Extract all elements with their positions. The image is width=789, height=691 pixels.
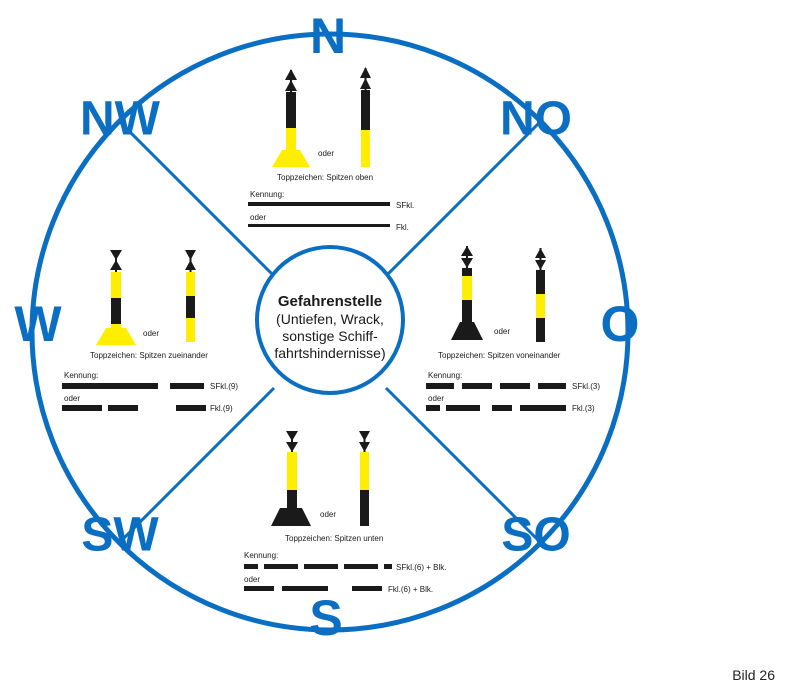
north-oder: oder	[318, 149, 334, 158]
figure-label: Bild 26	[732, 667, 775, 683]
south-kennung: Kennung:	[244, 551, 278, 560]
north-kennung: Kennung:	[250, 190, 284, 199]
south-buoy	[271, 431, 311, 526]
east-buoy	[451, 246, 483, 340]
danger-area-circle	[255, 245, 405, 395]
dir-n: N	[310, 8, 346, 64]
south-oder2: oder	[244, 575, 260, 584]
south-fkl-pattern	[244, 586, 382, 591]
center-line-2: sonstige Schiff-	[282, 328, 378, 344]
east-kennung: Kennung:	[428, 371, 462, 380]
east-sfkl-pattern	[426, 383, 566, 389]
dir-no: NO	[500, 93, 572, 146]
center-title: Gefahrenstelle	[278, 293, 382, 310]
south-spar-buoy	[359, 431, 370, 526]
east-fkl-pattern	[426, 405, 566, 411]
center-line-1: (Untiefen, Wrack,	[276, 311, 384, 327]
north-sfkl-label: SFkl.	[396, 201, 414, 210]
east-oder2: oder	[428, 394, 444, 403]
west-spar-buoy	[185, 250, 196, 342]
north-sfkl-pattern	[248, 202, 390, 206]
sector-dividers	[117, 119, 543, 545]
south-sfkl-label: SFkl.(6) + Blk.	[396, 563, 446, 572]
south-topmark-label: Toppzeichen: Spitzen unten	[285, 534, 383, 543]
west-sfkl-label: SFkl.(9)	[210, 382, 238, 391]
east-spar-buoy	[535, 248, 546, 342]
west-oder2: oder	[64, 394, 80, 403]
dir-nw: NW	[80, 93, 161, 146]
dir-o: O	[601, 296, 640, 352]
center-line-3: fahrtshindernisse)	[274, 345, 385, 361]
north-spar-buoy	[360, 67, 371, 167]
north-buoy	[272, 69, 310, 167]
dir-w: W	[14, 296, 62, 352]
north-quadrant: oder Toppzeichen: Spitzen oben Kennung: …	[248, 67, 414, 232]
north-oder2: oder	[250, 213, 266, 222]
south-sfkl-pattern	[244, 564, 392, 569]
east-fkl-label: Fkl.(3)	[572, 404, 595, 413]
dir-sw: SW	[81, 509, 159, 562]
north-fkl-label: Fkl.	[396, 223, 409, 232]
dir-s: S	[309, 590, 342, 646]
west-kennung: Kennung:	[64, 371, 98, 380]
west-oder: oder	[143, 329, 159, 338]
west-quadrant: oder Toppzeichen: Spitzen zueinander Ken…	[62, 250, 238, 413]
south-quadrant: oder Toppzeichen: Spitzen unten Kennung:…	[244, 431, 446, 594]
west-fkl-label: Fkl.(9)	[210, 404, 233, 413]
east-quadrant: oder Toppzeichen: Spitzen voneinander Ke…	[426, 246, 600, 413]
west-topmark-label: Toppzeichen: Spitzen zueinander	[90, 351, 208, 360]
compass-ring	[29, 31, 631, 633]
west-sfkl-pattern	[62, 383, 204, 389]
north-topmark-label: Toppzeichen: Spitzen oben	[277, 173, 373, 182]
east-topmark-label: Toppzeichen: Spitzen voneinander	[438, 351, 561, 360]
south-fkl-label: Fkl.(6) + Blk.	[388, 585, 433, 594]
east-sfkl-label: SFkl.(3)	[572, 382, 600, 391]
south-oder: oder	[320, 510, 336, 519]
dir-so: SO	[501, 509, 570, 562]
east-oder: oder	[494, 327, 510, 336]
west-buoy	[96, 250, 136, 345]
north-fkl-pattern	[248, 224, 390, 227]
west-fkl-pattern	[62, 405, 206, 411]
